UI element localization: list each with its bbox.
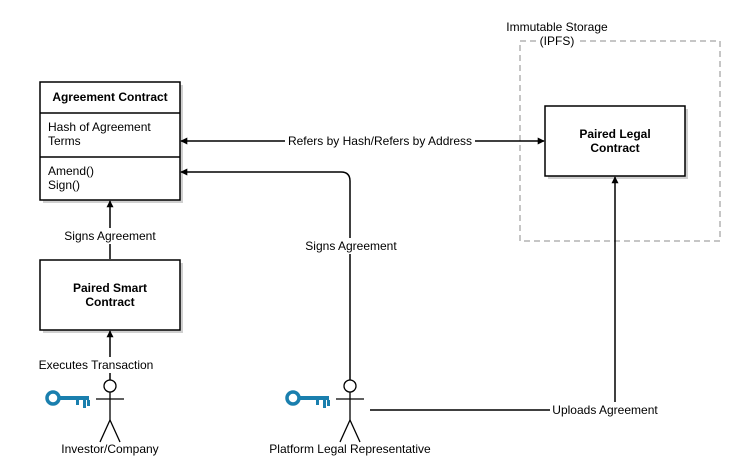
paired-smart-contract-line1: Paired Smart: [73, 281, 147, 295]
edge-signs-right-line: [180, 168, 351, 380]
edge-signs-left[interactable]: Signs Agreement: [62, 200, 158, 259]
actor-representative[interactable]: Platform Legal Representative: [269, 379, 431, 456]
edge-signs-right-label-background: [302, 238, 398, 254]
paired-legal-contract-line1: Paired Legal: [579, 127, 650, 141]
paired-smart-contract-line2: Contract: [85, 295, 134, 309]
key-icon: [285, 390, 330, 408]
agreement-contract-class[interactable]: Agreement Contract Hash of Agreement Ter…: [39, 81, 183, 203]
edge-signs-left-label: Signs Agreement: [64, 229, 156, 243]
stick-figure-icon: [336, 379, 364, 443]
immutable-storage-group: Immutable Storage (IPFS): [506, 20, 721, 242]
edge-signs-right[interactable]: Signs Agreement: [180, 168, 398, 380]
actor-investor[interactable]: Investor/Company: [45, 379, 159, 456]
edge-uploads-line: [370, 176, 619, 411]
storage-title-background: [538, 33, 576, 47]
paired-smart-contract-box: [39, 259, 181, 331]
paired-legal-contract[interactable]: Paired Legal Contract: [544, 105, 688, 179]
actor-investor-label: Investor/Company: [61, 442, 158, 456]
edge-refers[interactable]: Refers by Hash/Refers by Address: [180, 133, 545, 149]
edge-executes-label: Executes Transaction: [39, 358, 154, 372]
paired-smart-contract[interactable]: Paired Smart Contract: [39, 259, 183, 333]
agreement-contract-box: [39, 81, 181, 201]
edge-uploads-label-background: [550, 402, 660, 418]
actor-representative-label: Platform Legal Representative: [269, 442, 431, 456]
edge-refers-label: Refers by Hash/Refers by Address: [288, 134, 472, 148]
edge-refers-label-background: [285, 133, 475, 149]
edge-signs-left-label-background: [62, 228, 158, 244]
agreement-contract-title: Agreement Contract: [52, 90, 167, 104]
edge-executes-label-background: [36, 357, 156, 373]
agreement-contract-method-sign: Sign(): [48, 178, 80, 192]
edge-executes[interactable]: Executes Transaction: [36, 330, 156, 380]
edge-uploads-label: Uploads Agreement: [552, 403, 658, 417]
stick-figure-icon: [96, 379, 124, 443]
agreement-contract-attr-line2: Terms: [48, 134, 81, 148]
storage-title-line2: (IPFS): [540, 34, 575, 48]
key-icon: [45, 390, 90, 408]
paired-legal-contract-line2: Contract: [590, 141, 639, 155]
agreement-contract-attr-line1: Hash of Agreement: [48, 120, 151, 134]
edge-signs-right-label: Signs Agreement: [305, 239, 397, 253]
paired-legal-contract-box: [544, 105, 686, 177]
storage-title-line1: Immutable Storage: [506, 20, 608, 34]
edge-uploads[interactable]: Uploads Agreement: [370, 176, 660, 418]
agreement-contract-method-amend: Amend(): [48, 164, 94, 178]
